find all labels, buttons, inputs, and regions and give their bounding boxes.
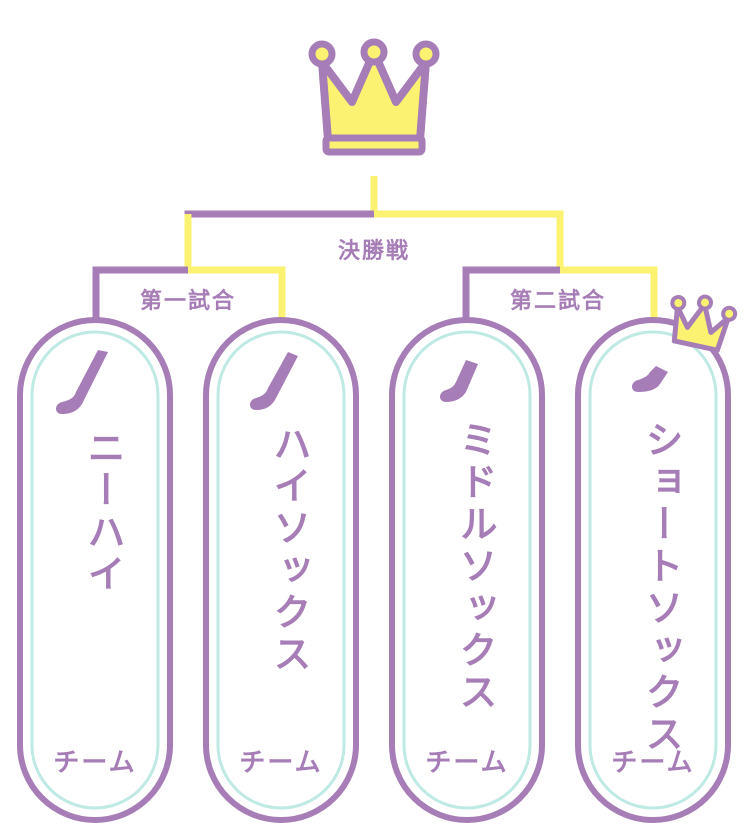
team-card-4 [575,317,731,823]
team-3-suffix: チーム [425,748,509,778]
match-1-label: 第一試合 [120,287,256,317]
middle-sock-icon [440,360,478,402]
match-2-connector [462,266,658,322]
crown-icon [308,38,440,156]
team-2-name: ハイソックス [267,424,311,676]
team-1-suffix: チーム [53,748,137,778]
team-2-suffix: チーム [239,748,323,778]
team-4-suffix: チーム [611,748,695,778]
final-connector [184,176,564,270]
match-1-connector [92,266,286,322]
team-card-2 [203,317,359,823]
knee-high-sock-icon [56,350,108,414]
team-3-name: ミドルソックス [453,420,497,714]
team-1-name: ニーハイ [81,428,125,596]
match-2-label: 第二試合 [490,287,626,317]
short-sock-icon [632,366,668,392]
team-4-name: ショートソックス [639,420,683,756]
final-label: 決勝戦 [318,237,430,267]
high-sock-icon [250,352,298,410]
team-card-3 [389,317,545,823]
small-crown-icon [670,294,738,353]
team-card-1 [17,317,173,823]
